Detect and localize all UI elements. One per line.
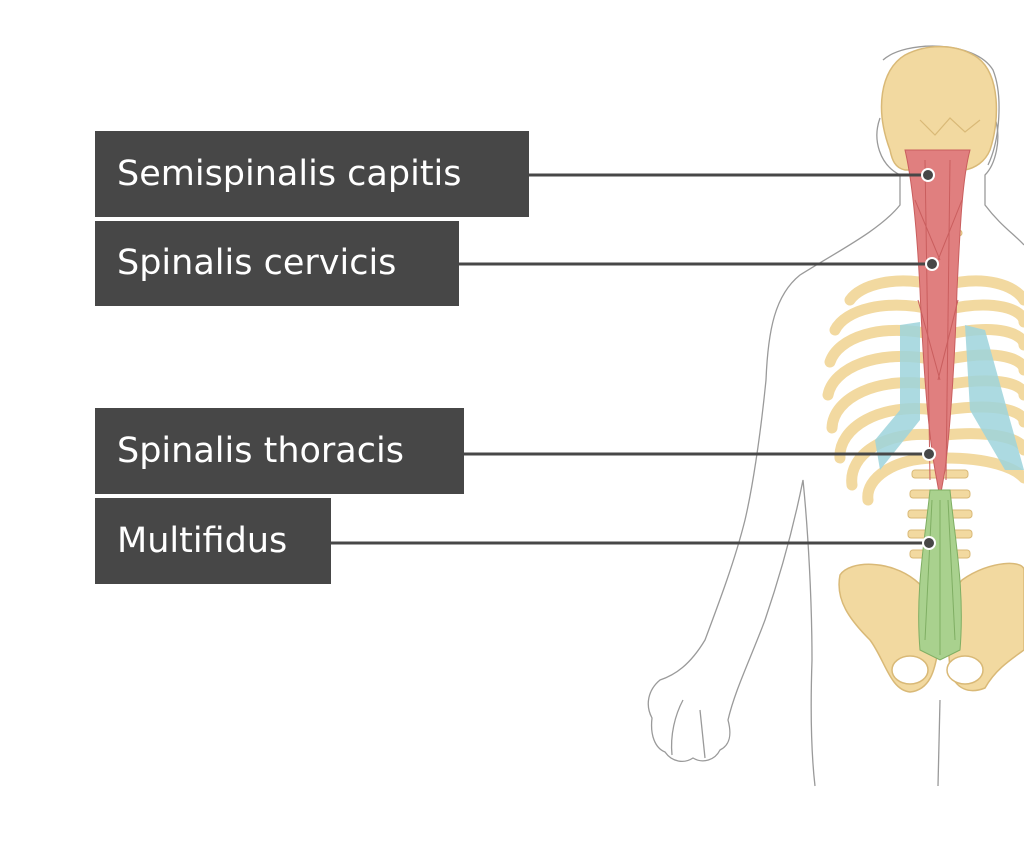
pointer-dot [922, 447, 936, 461]
label-text: Semispinalis capitis [117, 153, 462, 194]
pointer-dot [925, 257, 939, 271]
erector-muscles-red [904, 149, 971, 499]
label-text: Spinalis thoracis [117, 430, 404, 471]
pelvis [838, 562, 1024, 693]
label-text: Spinalis cervicis [117, 243, 397, 283]
intercostal-muscles [875, 322, 1024, 470]
pointer-dot [921, 168, 935, 182]
pointer-dots [921, 168, 939, 550]
label-spinalis-cervicis: Spinalis cervicis [95, 221, 459, 306]
label-text: Multifidus [117, 520, 288, 561]
pointer-dot [922, 536, 936, 550]
label-multifidus: Multifidus [95, 498, 331, 584]
label-semispinalis-capitis: Semispinalis capitis [95, 131, 529, 217]
leader-lines [331, 173, 932, 545]
skull [880, 45, 998, 171]
body-outline [647, 45, 1024, 787]
label-spinalis-thoracis: Spinalis thoracis [95, 408, 464, 494]
